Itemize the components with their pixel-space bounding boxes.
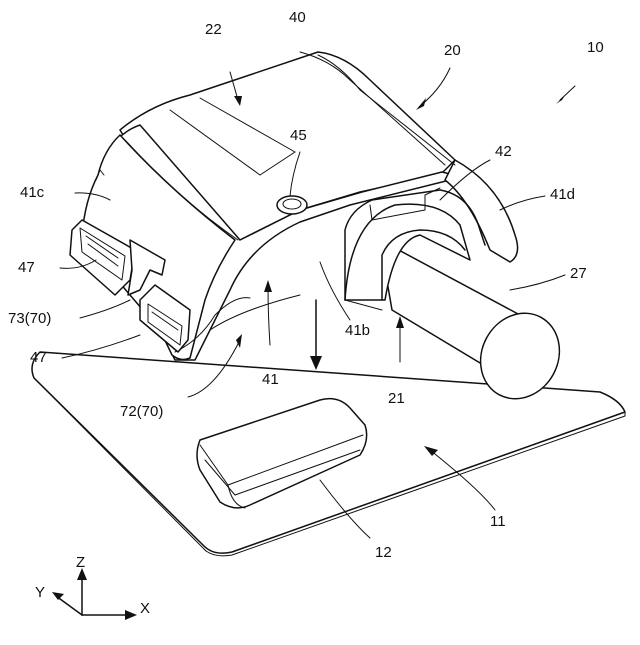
label-10: 10 — [587, 39, 604, 56]
label-12: 12 — [375, 544, 392, 561]
axis-label-x: X — [140, 600, 150, 617]
axis-label-y: Y — [35, 584, 45, 601]
label-41d: 41d — [550, 186, 575, 203]
label-22: 22 — [205, 21, 222, 38]
label-41c: 41c — [20, 184, 45, 201]
label-27: 27 — [570, 265, 587, 282]
label-20: 20 — [444, 42, 461, 59]
label-47-bottom: 47 — [30, 349, 47, 366]
label-41: 41 — [262, 371, 279, 388]
label-72: 72(70) — [120, 403, 163, 420]
label-41b: 41b — [345, 322, 370, 339]
label-40: 40 — [289, 9, 306, 26]
label-45: 45 — [290, 127, 307, 144]
label-42: 42 — [495, 143, 512, 160]
label-47-top: 47 — [18, 259, 35, 276]
label-21: 21 — [388, 390, 405, 407]
label-73: 73(70) — [8, 310, 51, 327]
downward-arrow — [310, 300, 322, 370]
axis-label-z: Z — [76, 554, 85, 571]
label-11: 11 — [490, 513, 506, 530]
axis-triad: Z Y X — [35, 554, 150, 620]
